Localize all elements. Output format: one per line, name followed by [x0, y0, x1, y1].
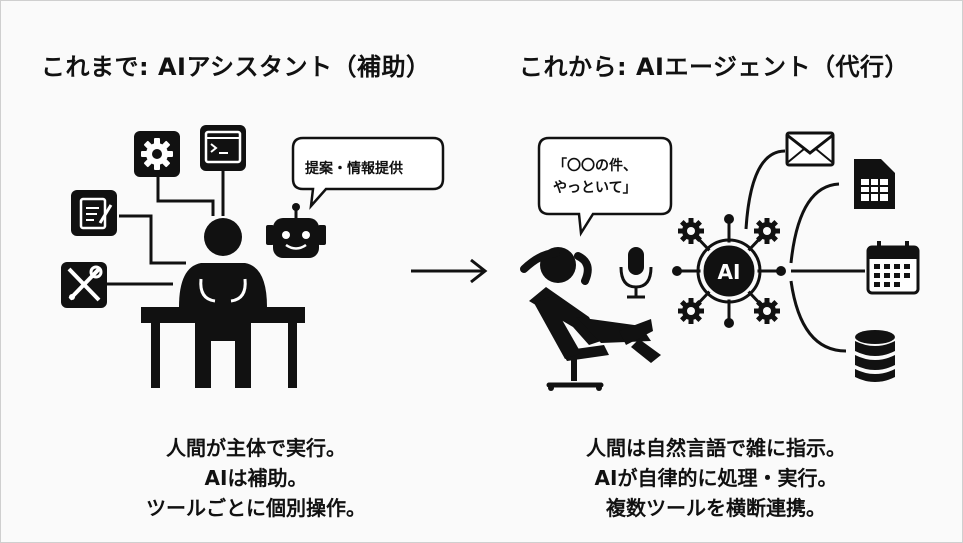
right-caption-line-3: 複数ツールを横断連携。 [606, 496, 826, 520]
right-speech-bubble [537, 136, 673, 237]
left-caption-line-2: AIは補助。 [204, 466, 308, 490]
left-bubble-text: 提案・情報提供 [305, 161, 403, 177]
left-caption-line-1: 人間が主体で実行。 [166, 436, 346, 460]
right-title: これから: AIエージェント（代行） [519, 53, 909, 81]
person-arms [199, 278, 247, 303]
wrench-screwdriver-icon [61, 262, 107, 308]
ai-hub-icon [672, 214, 786, 328]
robot-icon [266, 203, 326, 258]
right-caption: 人間は自然言語で雑に指示。 AIが自律的に処理・実行。 複数ツールを横断連携。 [521, 433, 911, 523]
terminal-icon [200, 125, 246, 171]
mail-icon [785, 131, 835, 167]
right-connectors [744, 149, 865, 353]
ai-hub-label: AI [717, 260, 741, 284]
left-title: これまで: AIアシスタント（補助） [41, 53, 431, 81]
person-at-desk-icon [141, 218, 305, 388]
right-bubble-line-1: 「〇〇の件、 [553, 158, 637, 174]
gear-icon [134, 131, 180, 177]
arrow-right-icon [411, 258, 488, 284]
right-bubble-text: 「〇〇の件、 やっといて」 [553, 155, 637, 199]
right-bubble-line-2: やっといて」 [553, 180, 637, 196]
right-caption-line-2: AIが自律的に処理・実行。 [594, 466, 838, 490]
left-caption: 人間が主体で実行。 AIは補助。 ツールごとに個別操作。 [101, 433, 411, 523]
database-icon [855, 330, 895, 382]
notepad-icon [71, 190, 117, 236]
left-connectors [107, 166, 225, 286]
calendar-icon [866, 241, 920, 295]
right-caption-line-1: 人間は自然言語で雑に指示。 [586, 436, 846, 460]
person-reclining-icon [520, 247, 661, 391]
microphone-icon [619, 247, 653, 299]
spreadsheet-icon [854, 159, 895, 209]
left-caption-line-3: ツールごとに個別操作。 [146, 496, 366, 520]
left-speech-bubble [291, 136, 445, 210]
